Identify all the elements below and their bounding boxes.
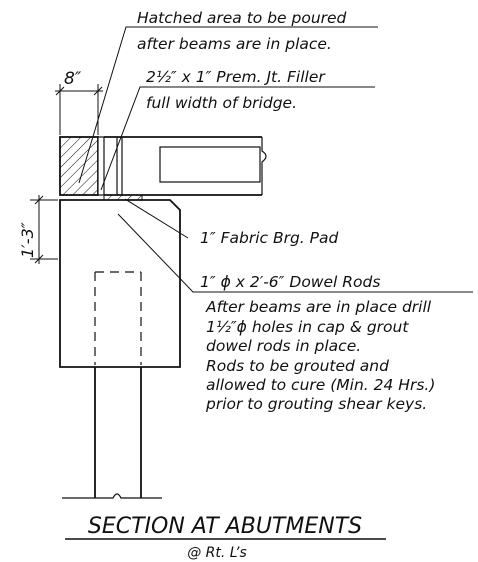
note-dowel-rods: 1″ ϕ x 2′-6″ Dowel Rods — [200, 273, 380, 291]
abutment-cap — [59, 199, 181, 368]
note-instructions-line-2: 1½″ϕ holes in cap & grout — [206, 318, 409, 336]
note-filler-line-2: full width of bridge. — [146, 94, 297, 112]
dimension-cap-height-label: 1′-3″ — [18, 222, 37, 258]
section-title: SECTION AT ABUTMENTS — [88, 514, 362, 539]
leader-hatched-area — [78, 26, 378, 184]
note-bearing-pad: 1″ Fabric Brg. Pad — [200, 229, 339, 247]
dimension-top-width — [55, 84, 103, 135]
note-instructions-line-4: Rods to be grouted and — [206, 357, 389, 375]
leader-joint-filler — [100, 86, 375, 191]
dimension-cap-height — [30, 195, 58, 264]
dowel-rod — [94, 271, 142, 365]
beam — [104, 136, 267, 196]
dimension-top-width-label: 8″ — [64, 69, 82, 89]
note-instructions-line-1: After beams are in place drill — [205, 298, 432, 316]
hatched-pour-area — [59, 136, 99, 196]
note-instructions-line-6: prior to grouting shear keys. — [205, 395, 427, 413]
abutment-column — [94, 367, 142, 498]
note-hatched-line-1: Hatched area to be poured — [137, 9, 347, 27]
leader-dowel-rods — [117, 213, 473, 293]
section-subtitle: @ Rt. L’s — [187, 545, 247, 561]
note-instructions-line-5: allowed to cure (Min. 24 Hrs.) — [206, 376, 435, 394]
joint-filler — [97, 136, 105, 196]
leader-bearing-pad — [124, 198, 189, 239]
note-hatched-line-2: after beams are in place. — [137, 35, 332, 53]
note-filler-line-1: 2½″ x 1″ Prem. Jt. Filler — [146, 68, 326, 86]
break-line — [62, 493, 162, 499]
note-instructions-line-3: dowel rods in place. — [206, 337, 361, 355]
